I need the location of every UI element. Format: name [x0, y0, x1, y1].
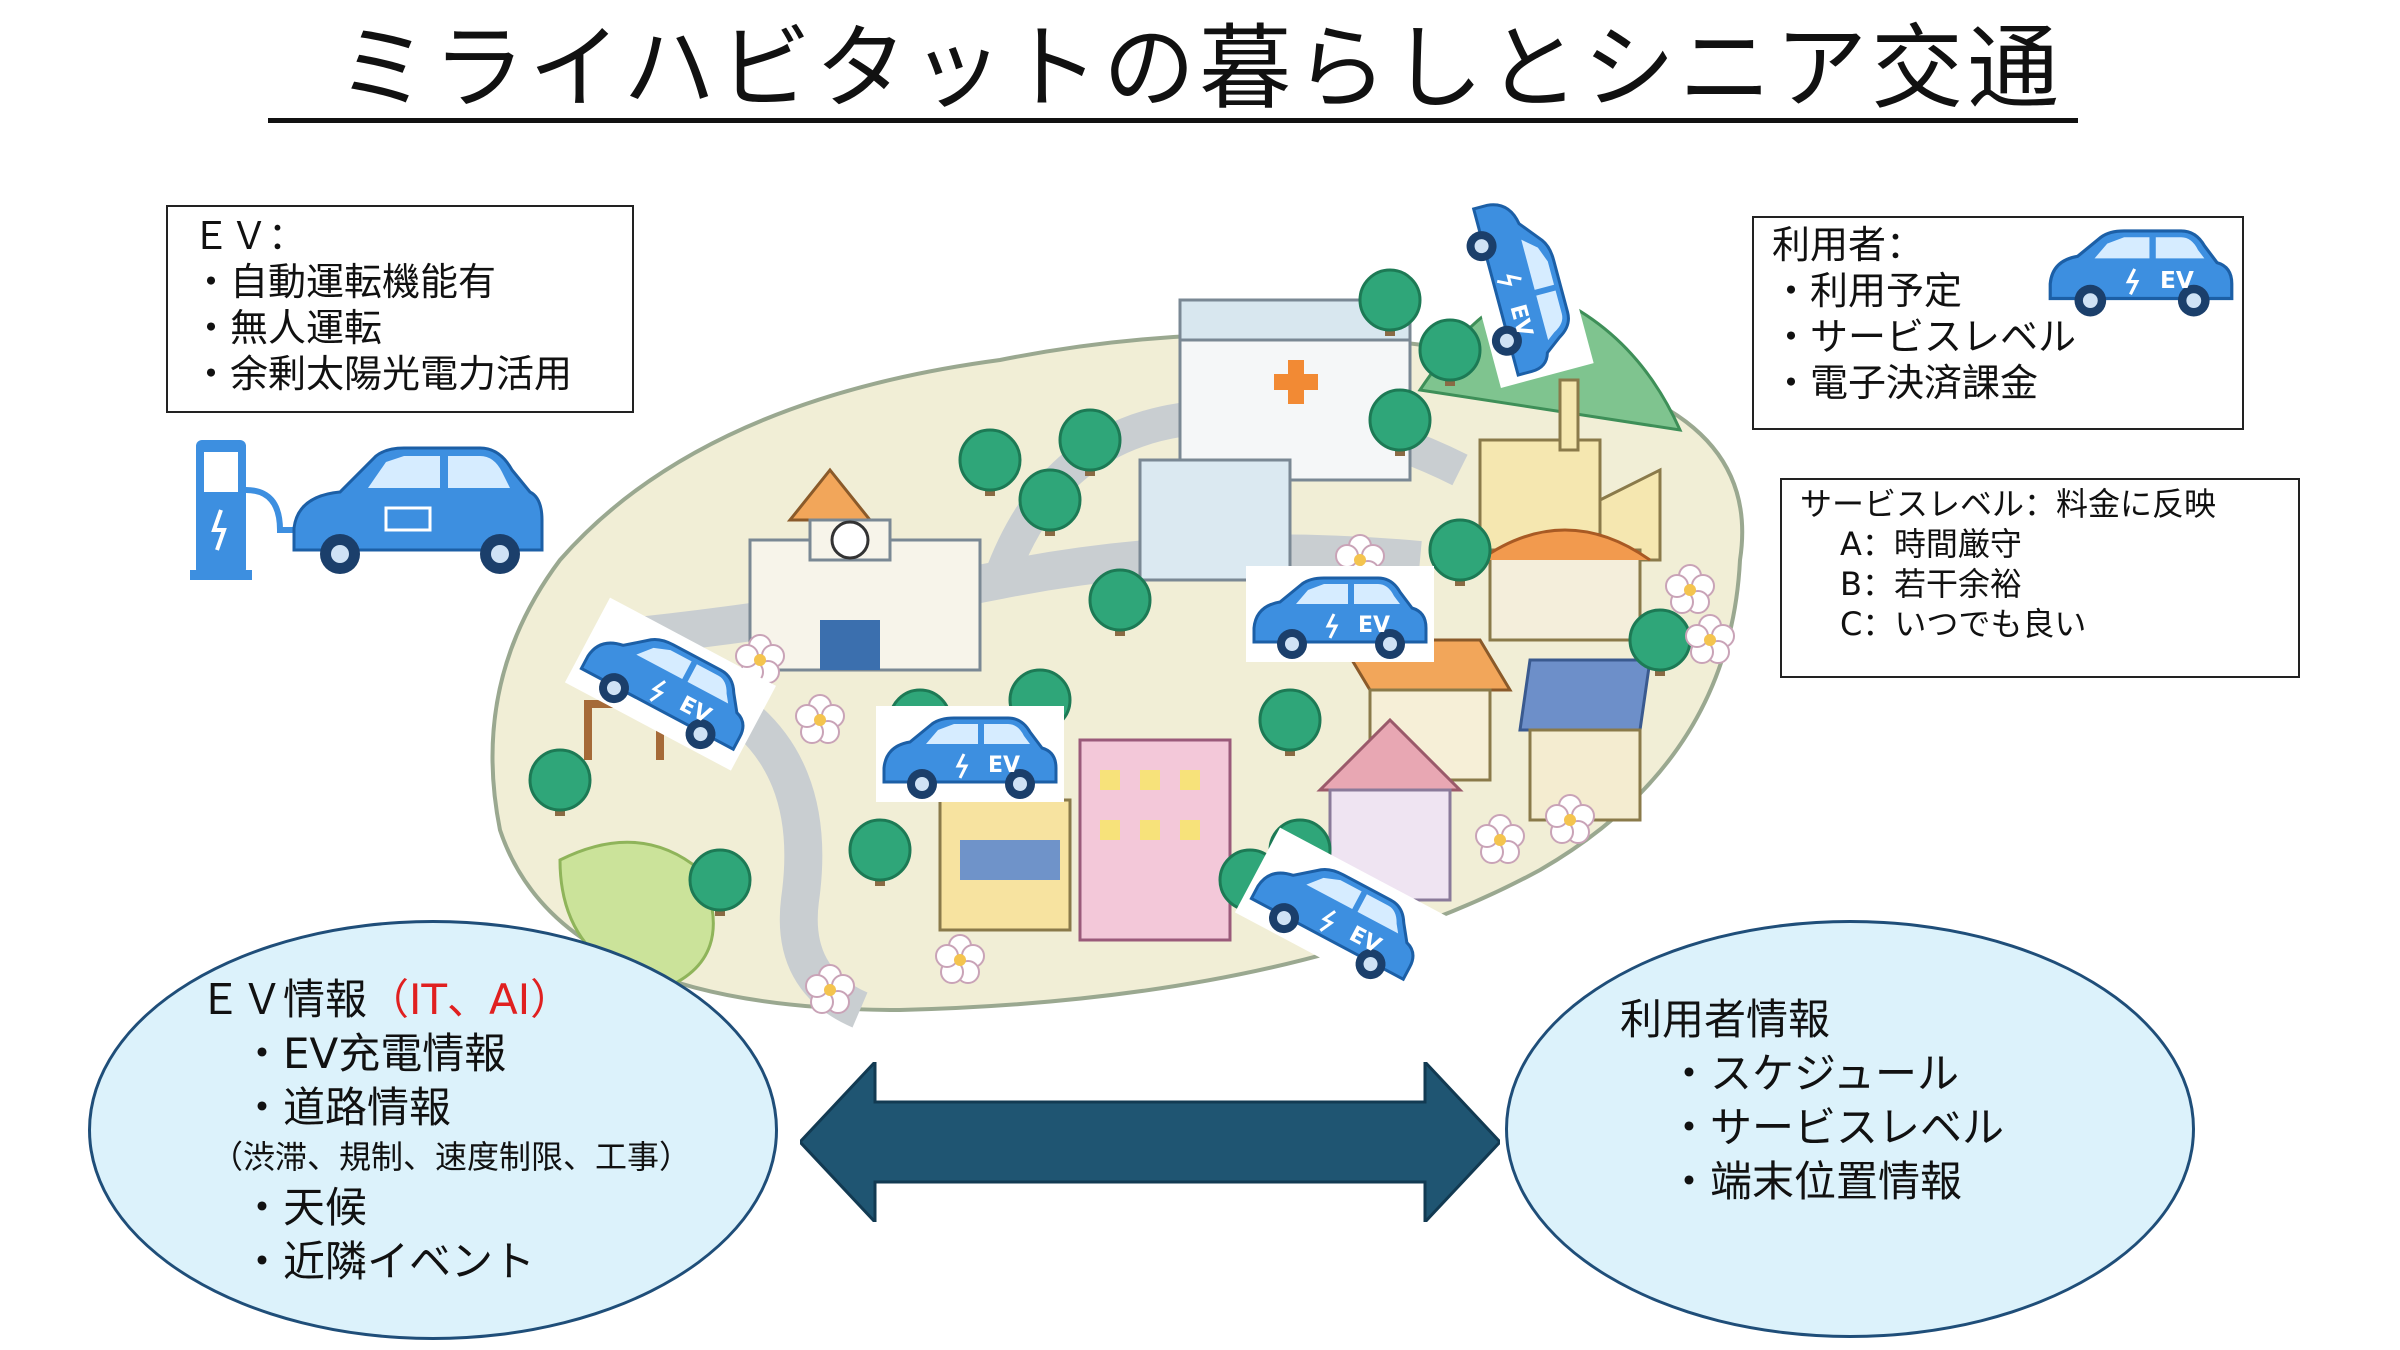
- user-feature-item: ・サービスレベル: [1772, 315, 2077, 359]
- user-features-heading: 利用者：: [1772, 223, 1925, 267]
- user-info-item: ・サービスレベル: [1668, 1103, 2005, 1152]
- user-features-box: 利用者： ・利用予定 ・サービスレベル ・電子決済課金 EV: [1752, 216, 2244, 430]
- road-info-detail: （渋滞、規制、速度制限、工事）: [211, 1138, 692, 1176]
- ev-features-box: ＥＶ： ・自動運転機能有 ・無人運転 ・余剰太陽光電力活用: [166, 205, 634, 413]
- ev-car-label: EV: [988, 753, 1020, 778]
- ev-info-ellipse: ＥＶ情報（IT、AI） ・EV充電情報 ・道路情報 （渋滞、規制、速度制限、工事…: [88, 920, 778, 1340]
- ev-charger-icon: [190, 440, 544, 580]
- ev-info-heading: ＥＶ情報（IT、AI）: [199, 973, 572, 1027]
- ev-features-heading: ＥＶ：: [192, 214, 307, 258]
- user-feature-item: ・利用予定: [1772, 269, 1963, 313]
- title-underline: [268, 118, 2078, 123]
- service-level-box: サービスレベル：料金に反映 A：時間厳守 B：若干余裕 C：いつでも良い: [1780, 478, 2300, 678]
- service-level-item: A：時間厳守: [1840, 525, 2022, 563]
- ev-info-item: ・近隣イベント: [241, 1237, 536, 1286]
- ev-feature-item: ・自動運転機能有: [192, 260, 497, 304]
- ev-info-heading-highlight: （IT、AI）: [367, 975, 573, 1024]
- page-title: ミライハビタットの暮らしとシニア交通: [336, 15, 2064, 122]
- ev-info-item: ・天候: [241, 1183, 368, 1232]
- ev-info-item: ・道路情報: [241, 1083, 452, 1132]
- ev-info-item: ・EV充電情報: [241, 1029, 507, 1078]
- bidirectional-arrow: [800, 1062, 1500, 1222]
- ev-car-label: EV: [2160, 267, 2194, 294]
- ev-car-icon: EV: [2048, 229, 2234, 318]
- user-info-ellipse: 利用者情報 ・スケジュール ・サービスレベル ・端末位置情報: [1505, 920, 2195, 1338]
- service-level-item: B：若干余裕: [1840, 565, 2022, 603]
- user-info-item: ・スケジュール: [1668, 1049, 1960, 1098]
- service-level-item: C：いつでも良い: [1840, 605, 2087, 643]
- user-info-heading: 利用者情報: [1620, 995, 1831, 1044]
- user-info-item: ・端末位置情報: [1668, 1157, 1963, 1206]
- ev-info-heading-label: ＥＶ情報: [199, 975, 368, 1024]
- service-level-heading: サービスレベル：料金に反映: [1800, 485, 2217, 523]
- ev-car-label: EV: [1358, 613, 1390, 638]
- user-feature-item: ・電子決済課金: [1772, 361, 2039, 405]
- ev-feature-item: ・余剰太陽光電力活用: [192, 352, 573, 396]
- ev-feature-item: ・無人運転: [192, 306, 383, 350]
